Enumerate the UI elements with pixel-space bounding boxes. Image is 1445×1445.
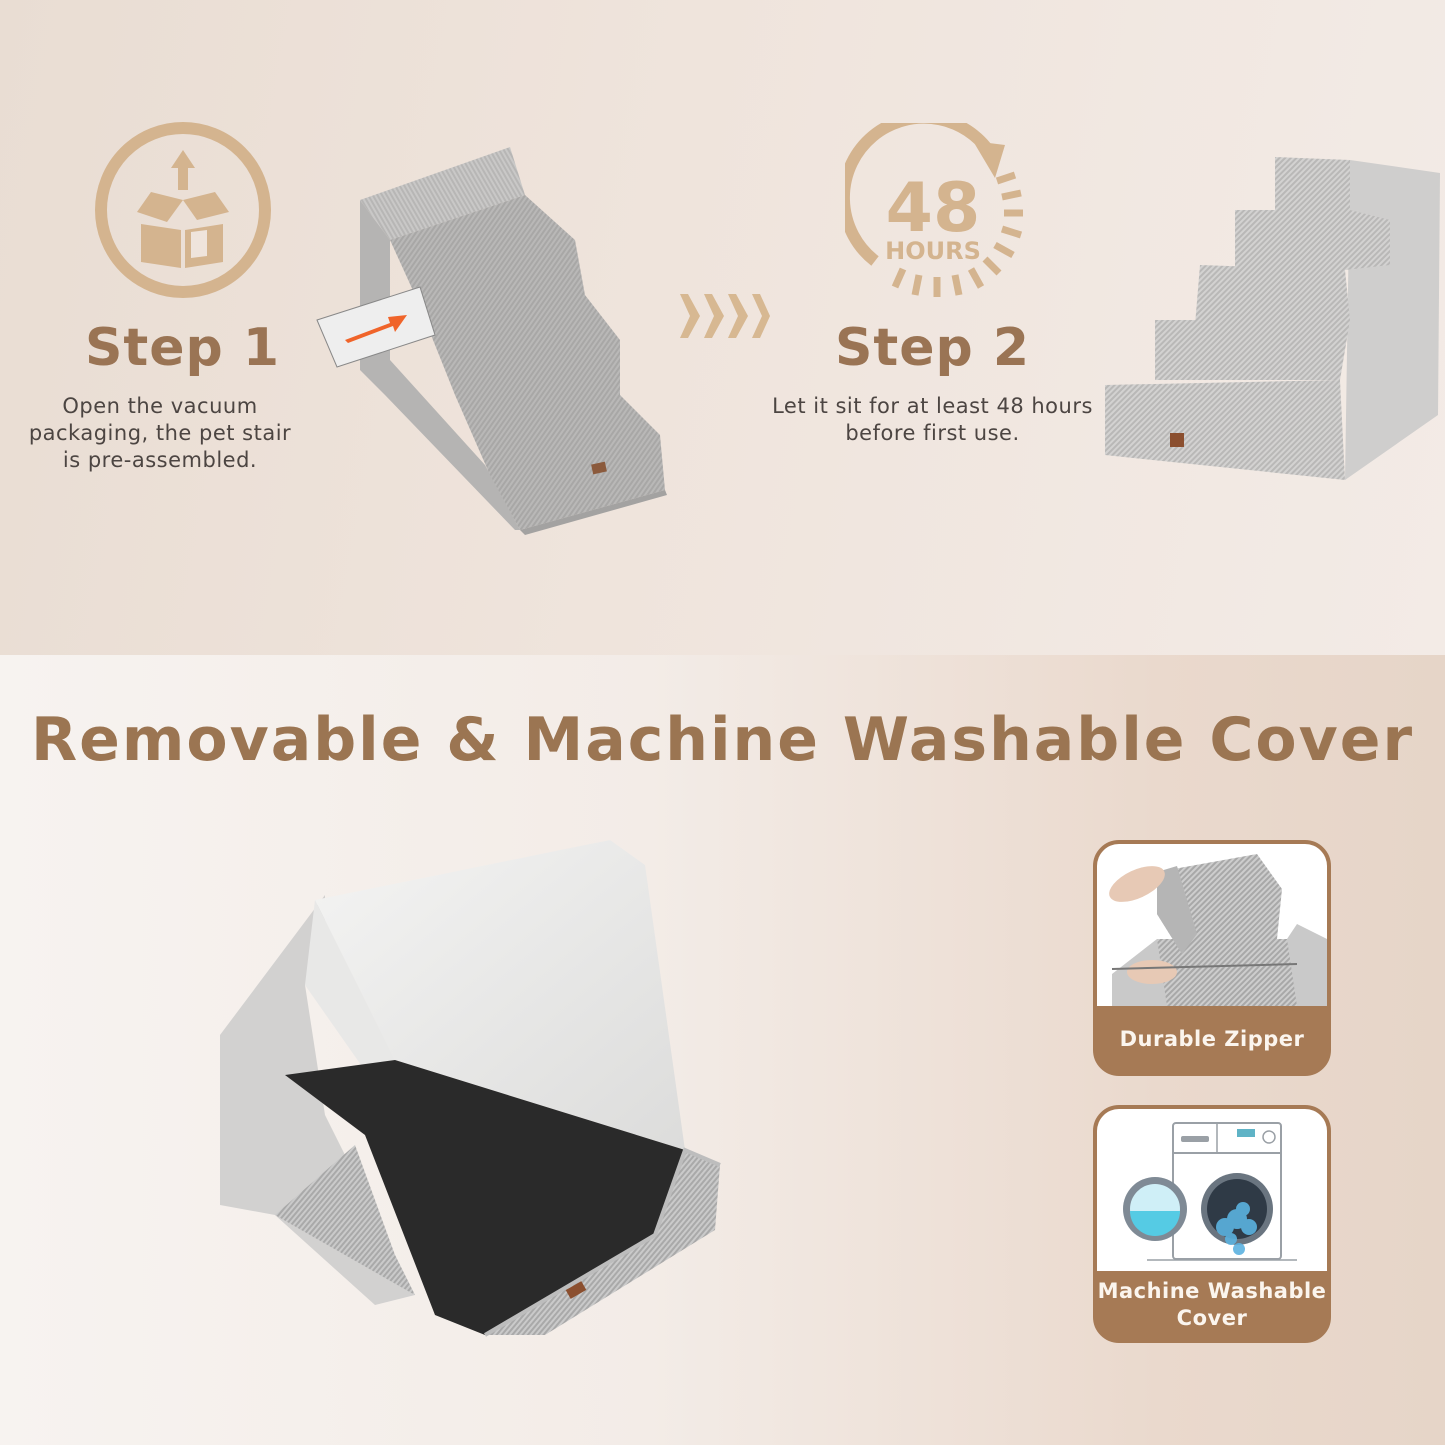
chevrons-right-icon (678, 290, 770, 342)
step-1-description: Open the vacuum packaging, the pet stair… (28, 394, 292, 472)
step-2-description: Let it sit for at least 48 hours before … (772, 394, 1093, 445)
svg-text:HOURS: HOURS (885, 237, 981, 265)
washing-machine-icon (1097, 1109, 1327, 1271)
four-step-pet-stair-image (315, 145, 675, 535)
five-step-pet-stair-image (1100, 155, 1445, 485)
installation-steps-section: Step 1 Open the vacuum packaging, the pe… (0, 0, 1445, 655)
open-box-icon (93, 120, 273, 300)
feature-card-durable-zipper: Durable Zipper (1093, 840, 1331, 1076)
feature-headline: Removable & Machine Washable Cover (30, 705, 1415, 775)
durable-zipper-label: Durable Zipper (1119, 1026, 1305, 1051)
hands-unzipping-cover-image (1097, 844, 1327, 1006)
machine-washable-label: Machine Washable Cover (1097, 1279, 1327, 1330)
step-2-title: Step 2 (834, 318, 1031, 378)
feature-card-machine-washable: Machine Washable Cover (1093, 1105, 1331, 1343)
48-hours-clock-icon: 48 HOURS (837, 111, 1030, 303)
svg-text:48: 48 (886, 169, 981, 248)
stair-cover-removed-image (215, 835, 855, 1345)
step-1-title: Step 1 (84, 318, 281, 378)
